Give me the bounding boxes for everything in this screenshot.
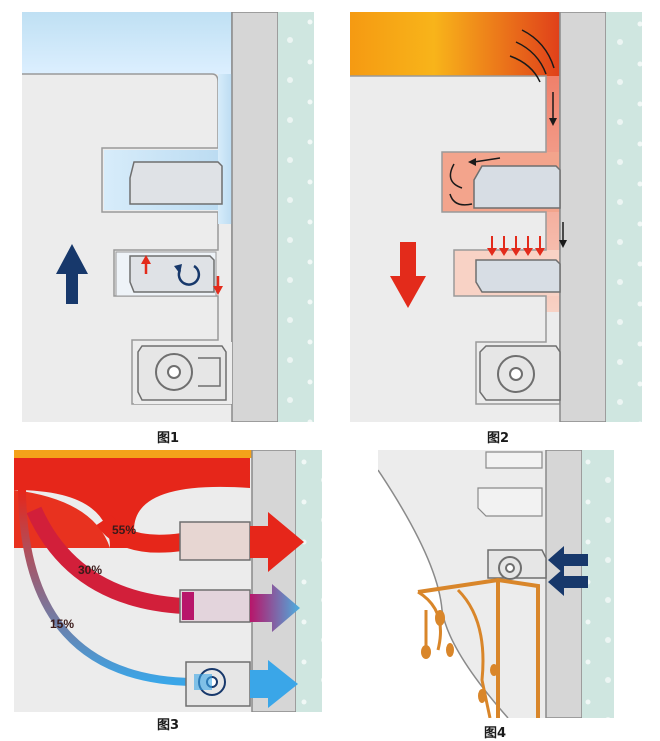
label-30-percent: 30% [78, 563, 102, 577]
heat-arrow-30-icon [250, 584, 300, 632]
pressure-in-arrow-icon [548, 546, 588, 574]
heat-arrow-55-icon [250, 512, 304, 572]
heat-arrow-15-icon [250, 660, 298, 708]
heat-pressure-arrows [487, 236, 545, 256]
heat-flow-15-band [18, 489, 195, 686]
heat-flow-55-band [14, 458, 250, 548]
window-frame-wall [559, 12, 607, 422]
heat-flow-arrow [521, 29, 555, 69]
cold-air-region [22, 12, 232, 74]
caption-figure-2: 图2 [486, 431, 510, 446]
figure-3-diagram: 55% 30% 15% [14, 450, 322, 712]
fire-region [350, 12, 560, 76]
caption-figure-4: 图4 [483, 726, 507, 741]
window-frame-wall [231, 12, 279, 422]
figure-3-panel: 55% 30% 15% [14, 450, 322, 712]
airflow-up-arrow-icon [56, 244, 88, 304]
sash-block-lower [475, 259, 561, 293]
sash-block-upper [129, 161, 223, 205]
pressure-down-arrow-icon [390, 242, 426, 308]
label-15-percent: 15% [50, 617, 74, 631]
figure-4-panel [378, 450, 614, 718]
heat-flow-30-band [26, 506, 185, 614]
melt-flow-line [417, 577, 540, 718]
figure-2-diagram [350, 12, 642, 422]
figure-1-diagram [22, 12, 314, 422]
figure-2-panel [350, 12, 642, 422]
figure-4-diagram [378, 450, 614, 718]
caption-figure-1: 图1 [156, 431, 180, 446]
sash-block-upper [179, 521, 251, 561]
caption-figure-3: 图3 [156, 718, 180, 733]
melt-drip [435, 610, 445, 626]
sash-block-upper [477, 487, 543, 517]
sash-block-upper [473, 165, 561, 209]
label-55-percent: 55% [112, 523, 136, 537]
pressure-in-arrow-icon [548, 568, 588, 596]
figure-1-panel [22, 12, 314, 422]
rotate-arrow-icon [177, 264, 201, 286]
